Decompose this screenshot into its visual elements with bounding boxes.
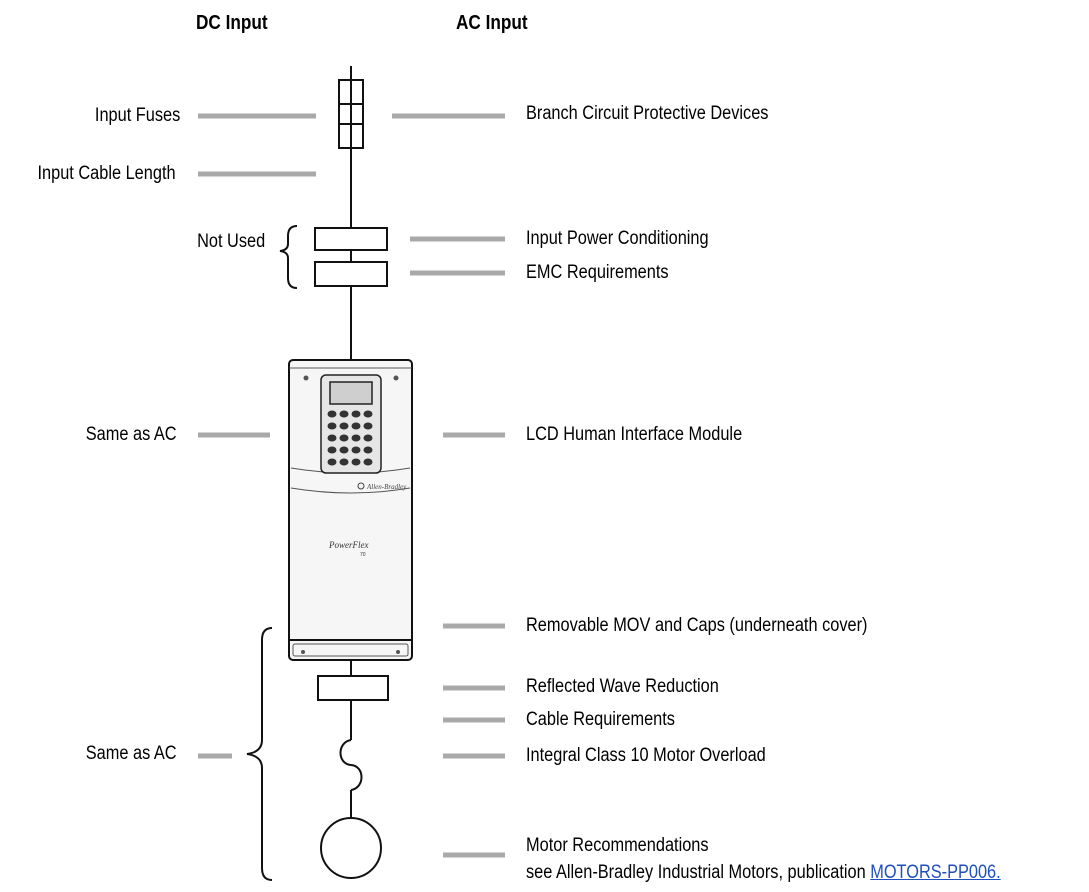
keypad-key [351,410,361,418]
same-as-ac-label-1: Same as AC [86,424,177,445]
motors-pp006-link[interactable]: MOTORS-PP006. [870,862,1001,883]
motor-recommendations-label: Motor Recommendations [526,835,709,856]
same-as-ac-label-2: Same as AC [86,743,177,764]
same-as-ac-brace [246,627,273,881]
keypad-key [327,446,337,454]
not-used-label: Not Used [196,231,265,252]
ac-input-header: AC Input [456,12,528,34]
emc-box [314,261,388,287]
keypad-key [339,410,349,418]
input-fuses-label: Input Fuses [94,105,180,126]
keypad-key [363,458,373,466]
keypad-key [351,446,361,454]
keypad-key [339,446,349,454]
motor-symbol [320,817,382,879]
drive-brand: Allen-Bradley [366,483,407,491]
input-cable-length-label: Input Cable Length [37,163,176,184]
lcd-him-label: LCD Human Interface Module [526,424,743,445]
leader-lines [198,113,505,858]
keypad-key [351,434,361,442]
screw-icon [396,650,400,654]
removable-mov-label: Removable MOV and Caps (underneath cover… [526,615,868,636]
input-power-conditioning-label: Input Power Conditioning [526,228,709,249]
reflected-wave-box [317,675,389,701]
keypad-key [363,422,373,430]
motor-publication-line: see Allen-Bradley Industrial Motors, pub… [526,862,1001,884]
integral-overload-label: Integral Class 10 Motor Overload [526,745,766,766]
cable-requirements-label: Cable Requirements [526,709,675,730]
lcd-screen [329,381,373,405]
keypad-key [327,410,337,418]
screw-icon [393,375,399,381]
keypad-key [339,458,349,466]
fuse-symbol [338,79,364,149]
not-used-brace [279,225,298,289]
motor-publication-text: see Allen-Bradley Industrial Motors, pub… [526,862,871,883]
reflected-wave-label: Reflected Wave Reduction [526,676,719,697]
powerflex-drive: Allen-Bradley PowerFlex 70 [288,359,413,661]
emc-requirements-label: EMC Requirements [526,262,669,283]
keypad-key [327,422,337,430]
keypad-key [339,434,349,442]
input-power-conditioning-box [314,227,388,251]
keypad-key [339,422,349,430]
drive-product-name: PowerFlex [328,540,369,550]
branch-circuit-label: Branch Circuit Protective Devices [526,103,769,124]
lcd-him-keypad [320,374,382,474]
keypad-key [351,422,361,430]
screw-icon [301,650,305,654]
keypad-key [327,434,337,442]
keypad-key [327,458,337,466]
keypad-key [351,458,361,466]
screw-icon [303,375,309,381]
keypad-keys [327,410,373,466]
dc-input-header: DC Input [196,12,268,34]
keypad-key [363,446,373,454]
overload-symbol [339,739,363,791]
drive-product-sub: 70 [360,552,366,558]
allen-bradley-logo-icon [357,482,365,490]
keypad-key [363,410,373,418]
keypad-key [363,434,373,442]
